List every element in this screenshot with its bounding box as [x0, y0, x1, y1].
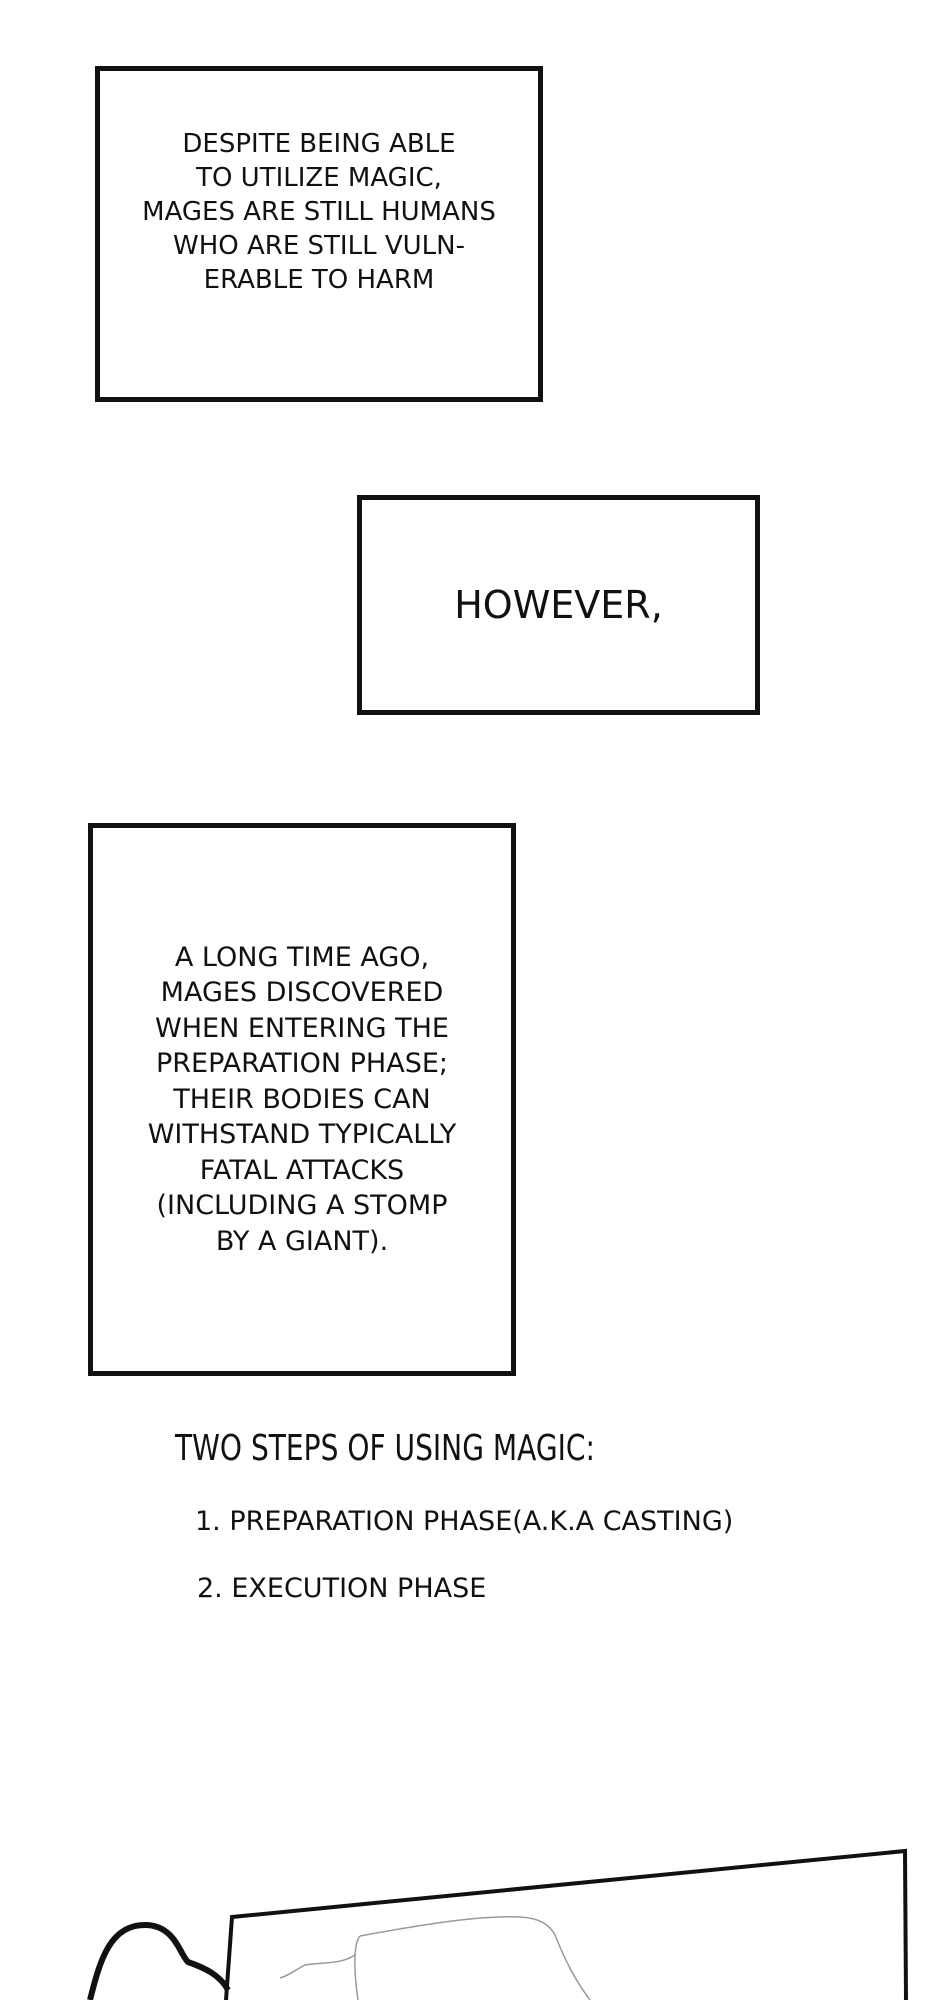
- character-head-outline: [87, 1921, 231, 2000]
- step-item-1: 1. PREPARATION PHASE(A.K.A CASTING): [195, 1506, 734, 1537]
- caption-box-preparation-phase: A long time ago, mages discovered when e…: [88, 823, 516, 1376]
- caption-text: A long time ago, mages discovered when e…: [147, 941, 457, 1257]
- caption-text: Despite being able to utilize magic, mag…: [142, 129, 496, 295]
- caption-text: However,: [454, 583, 663, 627]
- sketch-lines: [279, 1915, 591, 2000]
- panel-border: [224, 1848, 908, 2000]
- caption-box-however: However,: [357, 495, 760, 715]
- caption-box-vulnerable: Despite being able to utilize magic, mag…: [95, 66, 543, 402]
- steps-heading: TWO STEPS OF USING MAGIC:: [175, 1428, 595, 1469]
- step-item-2: 2. EXECUTION PHASE: [197, 1573, 487, 1604]
